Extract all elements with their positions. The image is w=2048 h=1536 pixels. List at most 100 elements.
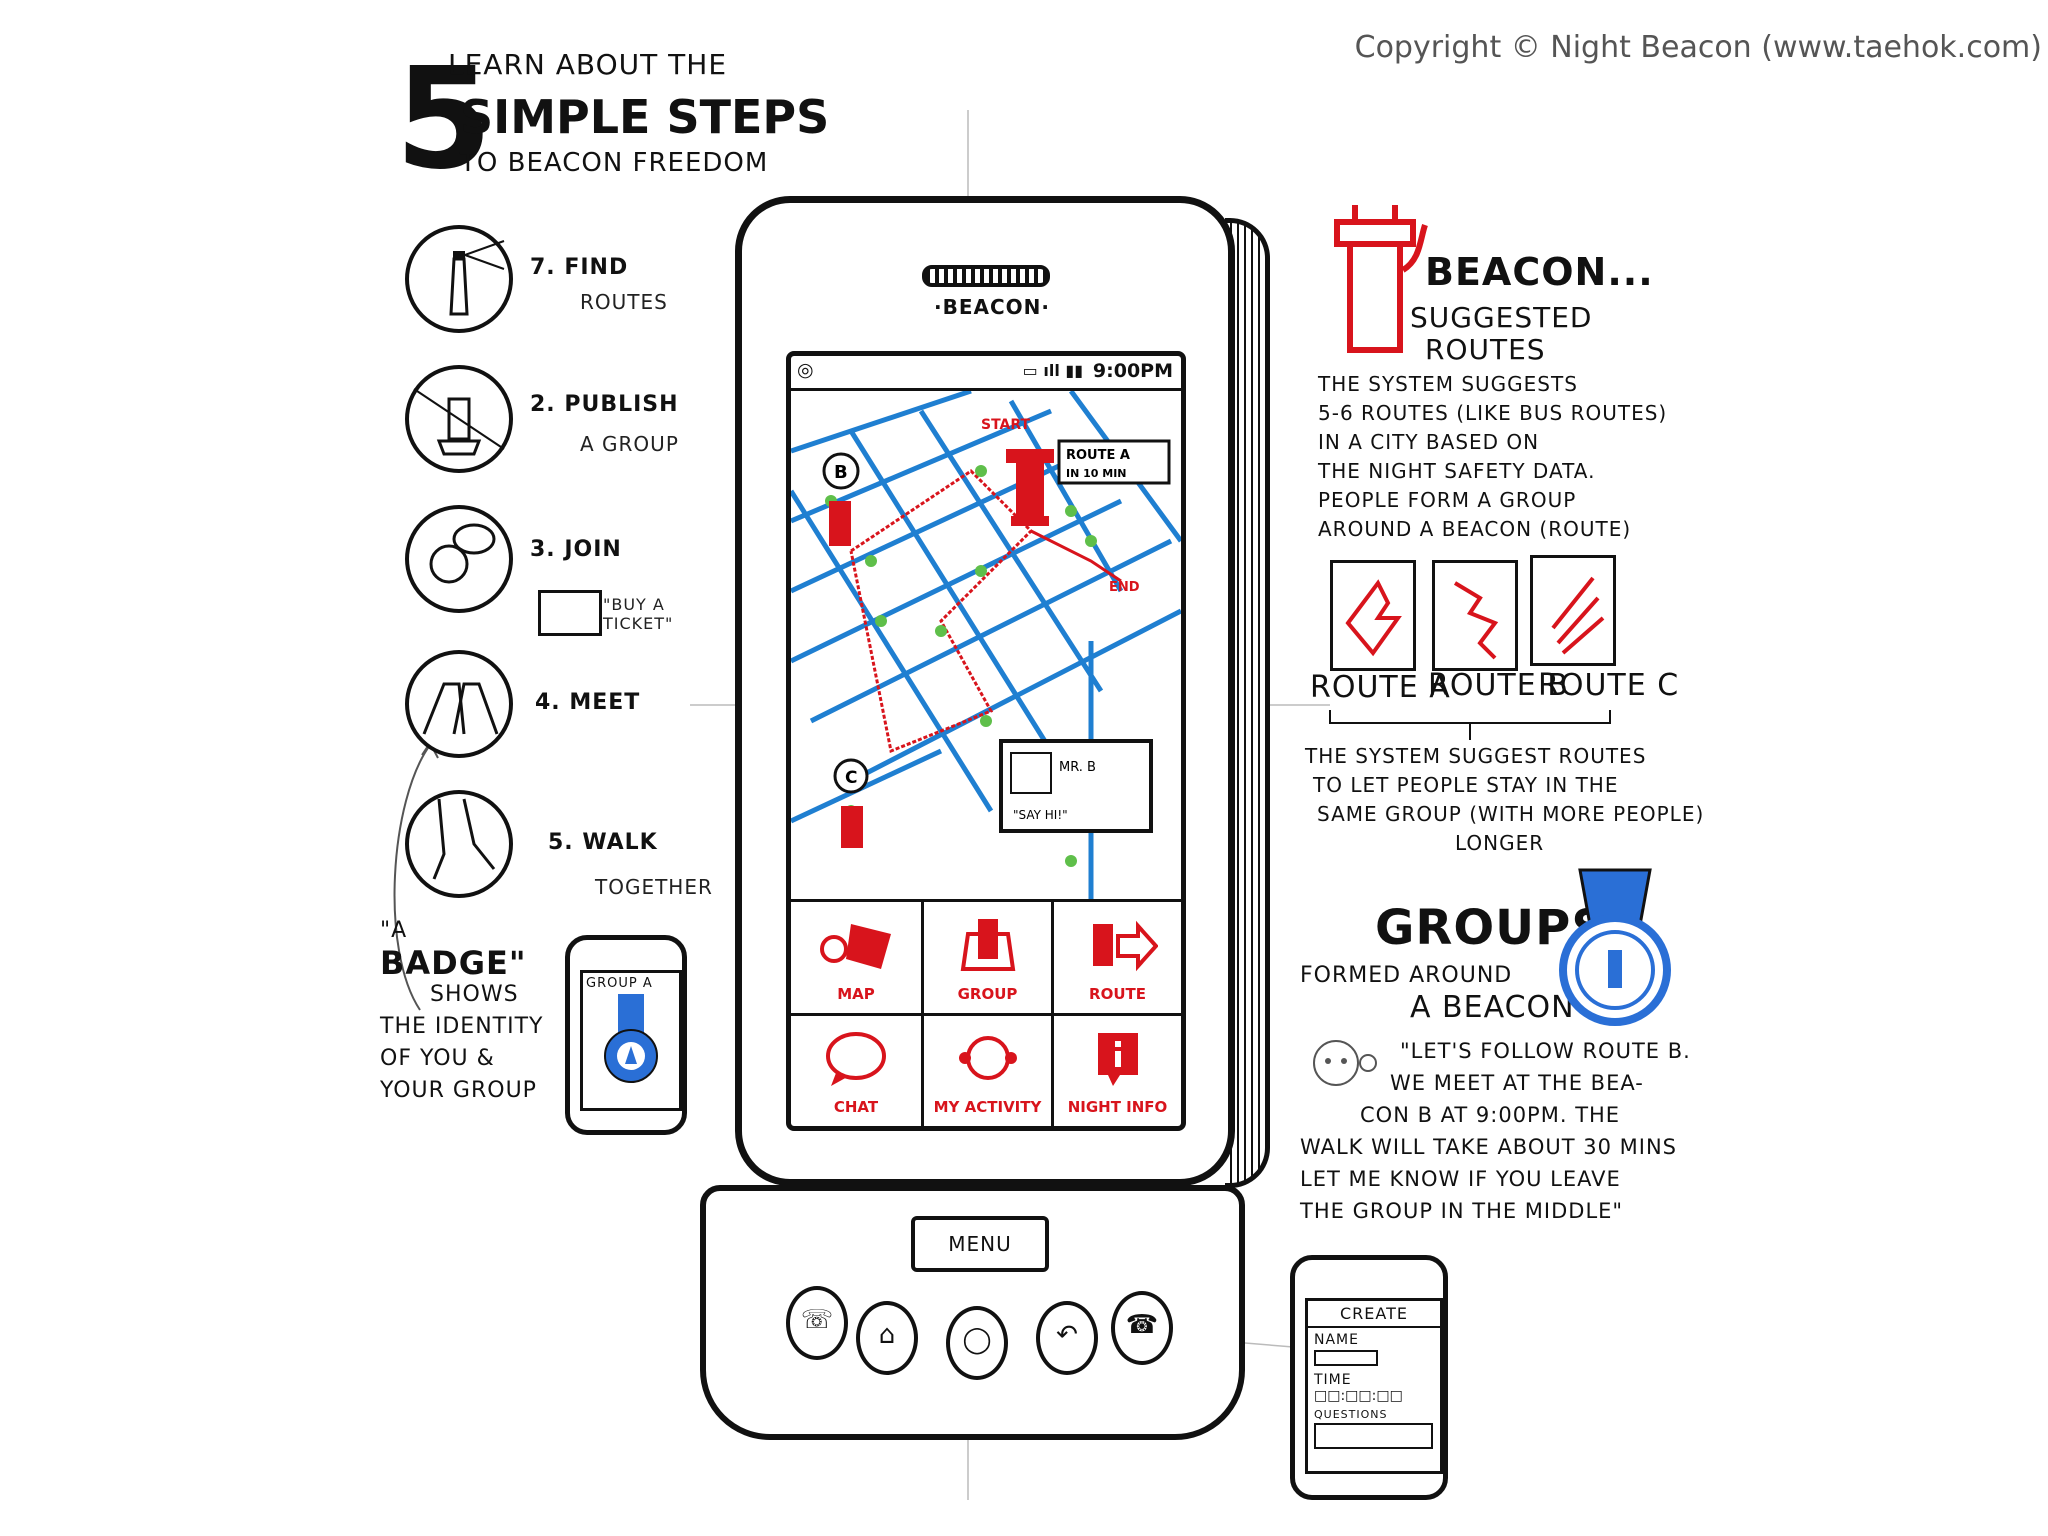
beacon-b-icon[interactable]: B xyxy=(822,452,860,546)
phone-brand: ·BEACON· xyxy=(934,295,1050,319)
route-icon xyxy=(1092,920,1158,972)
app-label: MY ACTIVITY xyxy=(933,1098,1042,1116)
route-callout: ROUTE A IN 10 MIN xyxy=(1057,439,1171,485)
routes-desc-line: LONGER xyxy=(1455,831,1545,855)
badge-note-line: SHOWS xyxy=(430,982,519,1007)
groups-quote-line: WE MEET AT THE BEA- xyxy=(1390,1071,1644,1095)
beacon-b-label: B xyxy=(834,462,848,483)
step-5-sub: TOGETHER xyxy=(595,875,713,899)
map-end-label: END xyxy=(1109,580,1140,595)
activity-icon xyxy=(958,1035,1017,1080)
app-group[interactable]: GROUP xyxy=(921,899,1051,1013)
trackball-icon[interactable]: ◯ xyxy=(946,1306,1008,1380)
groups-quote-line: LET ME KNOW IF YOU LEAVE xyxy=(1300,1167,1621,1191)
route-b-icon xyxy=(1453,581,1499,660)
badge-note-line: OF YOU & xyxy=(380,1046,495,1071)
app-label: GROUP xyxy=(957,984,1018,1003)
step-2-title: 2. PUBLISH xyxy=(530,392,679,417)
beacon-subtitle-line: SUGGESTED xyxy=(1410,301,1593,334)
home-icon[interactable]: ⌂ xyxy=(856,1301,918,1375)
info-icon xyxy=(1097,1032,1138,1086)
groups-subtitle-line: A BEACON xyxy=(1410,990,1575,1025)
route-bracket xyxy=(1329,710,1611,740)
app-map[interactable]: MAP xyxy=(791,899,921,1013)
badge-phone-label: GROUP A xyxy=(586,976,653,991)
step-3-title: 3. JOIN xyxy=(530,537,622,562)
name-input[interactable] xyxy=(1314,1350,1378,1366)
speaker-grill xyxy=(922,265,1050,287)
group-medal-icon xyxy=(1559,868,1671,1026)
app-label: MAP xyxy=(837,984,875,1003)
title-line-1: LEARN ABOUT THE xyxy=(448,48,728,81)
routes-desc-line: THE SYSTEM SUGGEST ROUTES xyxy=(1305,744,1647,768)
group-icon xyxy=(960,919,1015,971)
copyright-notice: Copyright © Night Beacon (www.taehok.com… xyxy=(1354,30,2042,65)
route-a-card[interactable] xyxy=(1330,560,1416,671)
back-icon[interactable]: ↶ xyxy=(1036,1301,1098,1375)
meet-icon xyxy=(405,650,513,758)
questions-input[interactable] xyxy=(1314,1423,1433,1449)
call-icon[interactable]: ☏ xyxy=(786,1286,848,1360)
beacon-desc-line: AROUND A BEACON (ROUTE) xyxy=(1318,517,1632,541)
app-grid: MAP GROUP ROUTE CHAT MY ACTIVITY xyxy=(791,899,1181,1126)
publish-icon xyxy=(405,365,513,473)
beacon-tower-icon xyxy=(1334,205,1428,353)
create-phone-screen: CREATE NAME TIME □□:□□:□□ QUESTIONS xyxy=(1305,1298,1443,1474)
status-time: 9:00PM xyxy=(1092,360,1173,382)
create-phone: CREATE NAME TIME □□:□□:□□ QUESTIONS xyxy=(1290,1255,1448,1500)
app-my-activity[interactable]: MY ACTIVITY xyxy=(921,1012,1051,1126)
create-name-label: NAME xyxy=(1314,1332,1359,1348)
step-2-sub: A GROUP xyxy=(580,432,679,456)
groups-quote-line: THE GROUP IN THE MIDDLE" xyxy=(1300,1199,1624,1223)
route-c-label: ROUTE C xyxy=(1538,668,1680,703)
time-input[interactable]: □□:□□:□□ xyxy=(1314,1388,1403,1404)
groups-quote-line: WALK WILL TAKE ABOUT 30 MINS xyxy=(1300,1135,1677,1159)
walk-icon xyxy=(405,790,513,898)
status-bar: ◎ ▭ ıll ▮▮ 9:00PM xyxy=(791,356,1181,391)
app-chat[interactable]: CHAT xyxy=(791,1012,921,1127)
app-night-info[interactable]: NIGHT INFO xyxy=(1051,1012,1181,1126)
lighthouse-icon xyxy=(405,225,513,333)
phone-device: ·BEACON· ◎ ▭ ıll ▮▮ 9:00PM xyxy=(735,196,1270,1188)
step-3-sub: "BUY A TICKET" xyxy=(603,595,674,633)
beacon-desc-line: IN A CITY BASED ON xyxy=(1318,430,1540,454)
app-label: ROUTE xyxy=(1089,984,1146,1003)
route-a-label: ROUTE A xyxy=(1310,670,1451,705)
signal-battery-icon: ▭ ıll ▮▮ xyxy=(1022,361,1083,380)
title-number: 5 xyxy=(395,38,494,201)
beacon-c-icon[interactable]: C xyxy=(833,758,869,848)
phone-chin: MENU ☏ ⌂ ◯ ↶ ☎ xyxy=(700,1185,1245,1440)
beacon-desc-line: PEOPLE FORM A GROUP xyxy=(1318,488,1577,512)
route-c-card[interactable] xyxy=(1530,555,1616,666)
ticket-icon xyxy=(538,590,602,636)
step-1-sub: ROUTES xyxy=(580,290,668,314)
beacon-c-label: C xyxy=(845,768,857,788)
groups-subtitle: FORMED AROUND A BEACON xyxy=(1300,960,1575,1024)
groups-quote-line: CON B AT 9:00PM. THE xyxy=(1360,1103,1621,1127)
beacon-desc-line: THE NIGHT SAFETY DATA. xyxy=(1318,459,1596,483)
groups-quote: "LET'S FOLLOW ROUTE B. WE MEET AT THE BE… xyxy=(1300,1035,1691,1227)
step-1-title: 7. FIND xyxy=(530,255,629,280)
route-callout-line-1: ROUTE A xyxy=(1066,448,1130,463)
groups-quote-line: "LET'S FOLLOW ROUTE B. xyxy=(1400,1039,1691,1063)
end-call-icon[interactable]: ☎ xyxy=(1111,1291,1173,1365)
badge-note-line: "A xyxy=(380,918,408,943)
beacon-tower-start-icon[interactable] xyxy=(1006,449,1054,526)
phone-body: ·BEACON· ◎ ▭ ıll ▮▮ 9:00PM xyxy=(735,196,1235,1186)
badge-note-line: THE IDENTITY xyxy=(380,1014,544,1039)
route-b-label: ROUTE B xyxy=(1428,668,1569,703)
route-callout-line-2: IN 10 MIN xyxy=(1066,467,1127,480)
groups-subtitle-line: FORMED AROUND xyxy=(1300,963,1513,988)
route-map[interactable]: START END ROUTE A IN 10 MIN B C xyxy=(791,391,1181,899)
join-icon xyxy=(405,505,513,613)
badge-note-line: YOUR GROUP xyxy=(380,1078,537,1103)
route-b-card[interactable] xyxy=(1432,560,1518,671)
chat-icon xyxy=(826,1031,886,1086)
app-route[interactable]: ROUTE xyxy=(1051,899,1181,1013)
app-label: NIGHT INFO xyxy=(1067,1098,1168,1116)
map-icon xyxy=(820,924,891,969)
chat-bubble[interactable]: MR. B "SAY HI!" xyxy=(999,739,1153,833)
menu-button[interactable]: MENU xyxy=(911,1216,1049,1272)
beacon-title: BEACON... xyxy=(1425,250,1654,294)
map-start-label: START xyxy=(981,417,1031,433)
